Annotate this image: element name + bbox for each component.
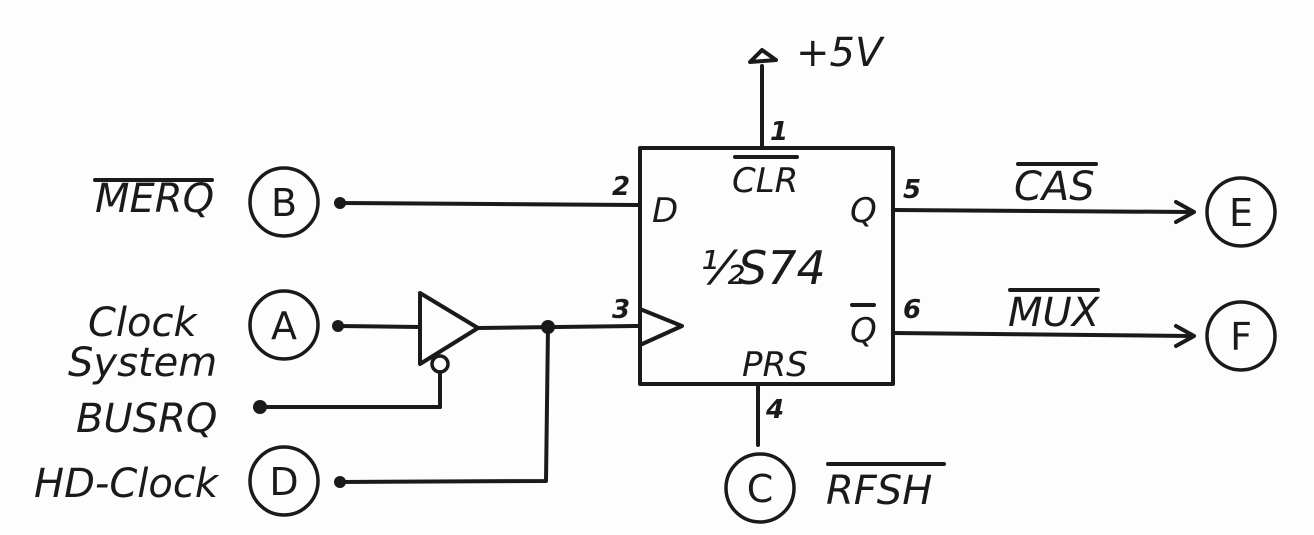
signal-label-hd-clock: HD-Clock — [34, 461, 220, 507]
node-f-label: F — [1230, 315, 1252, 359]
input-merq: MERQ B 2 — [93, 166, 642, 238]
node-a-circle[interactable] — [248, 289, 320, 361]
input-hd-clock: HD-Clock D — [34, 325, 550, 517]
wire-qbar-to-mux — [891, 331, 1192, 338]
node-a-label: A — [271, 304, 297, 348]
pin-number-d: 2 — [612, 172, 630, 202]
supply-label: +5V — [796, 30, 885, 76]
arrow-head-icon — [1174, 200, 1196, 224]
pin-number-qbar: 6 — [903, 295, 921, 325]
input-busrq: BUSRQ — [76, 396, 442, 442]
input-rfsh: 4 C RFSH — [724, 382, 946, 524]
supply-connection: +5V 1 — [748, 30, 885, 150]
node-c-circle[interactable] — [724, 452, 796, 524]
pin-label-q: Q — [850, 191, 877, 231]
chip-name-fraction: ½ — [700, 241, 745, 295]
pin-label-qbar: Q — [850, 311, 877, 351]
pin-number-clk: 3 — [612, 295, 630, 325]
node-e-circle[interactable] — [1205, 176, 1277, 248]
arrow-head-icon — [1174, 324, 1196, 348]
node-c-label: C — [747, 467, 774, 511]
chip-name-part: S74 — [738, 241, 826, 295]
node-b-circle[interactable] — [248, 166, 320, 238]
node-d-label: D — [269, 460, 298, 504]
wire-clock-to-gate — [336, 324, 422, 329]
signal-label-cas: CAS — [1014, 164, 1095, 210]
wire-q-to-cas — [891, 208, 1192, 214]
pin-label-prs: PRS — [742, 345, 808, 385]
buffer-gate-triangle-icon — [418, 291, 480, 366]
wire-merq-to-d — [338, 201, 642, 207]
wire-hd-clock-to-clk — [338, 325, 550, 484]
input-clock-system: Clock System A — [68, 289, 422, 386]
pin-number-prs: 4 — [765, 395, 784, 425]
signal-label-clock: Clock — [88, 300, 199, 346]
pin-number-clr: 1 — [770, 117, 788, 147]
pin-number-q: 5 — [903, 175, 921, 205]
output-cas: 5 CAS E — [891, 162, 1277, 248]
pin-label-clr: CLR — [732, 161, 798, 201]
clock-input-triangle-icon — [638, 307, 684, 347]
supply-arrow-icon — [748, 48, 778, 64]
signal-label-busrq: BUSRQ — [76, 396, 217, 442]
signal-label-system: System — [68, 340, 217, 386]
node-b-label: B — [271, 181, 297, 225]
signal-label-mux: MUX — [1008, 290, 1101, 336]
wire-gate-to-clk — [476, 324, 642, 330]
inversion-bubble-icon — [430, 354, 450, 374]
flip-flop-chip: CLR D Q Q PRS ½ S74 — [638, 146, 895, 386]
signal-label-rfsh: RFSH — [826, 468, 932, 514]
output-mux: 6 MUX F — [891, 288, 1277, 372]
node-e-label: E — [1229, 191, 1253, 235]
pin-label-d: D — [652, 191, 678, 231]
node-f-circle[interactable] — [1205, 300, 1277, 372]
chip-body — [638, 146, 895, 386]
signal-label-merq: MERQ — [95, 176, 214, 222]
node-d-circle[interactable] — [248, 445, 320, 517]
buffer-gate: 3 — [418, 291, 642, 409]
